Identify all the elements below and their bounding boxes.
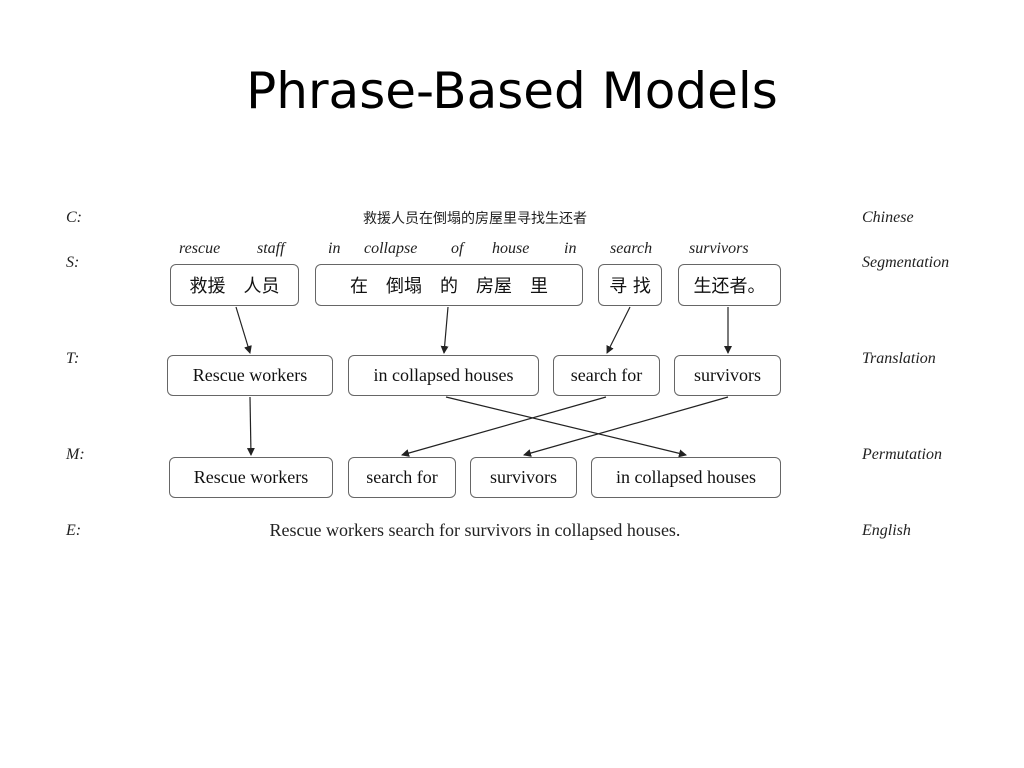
gloss-word: collapse bbox=[364, 240, 418, 257]
translation-text: in collapsed houses bbox=[373, 365, 514, 385]
english-sentence: Rescue workers search for survivors in c… bbox=[269, 520, 681, 540]
gloss-word: rescue bbox=[179, 240, 221, 257]
permutation-text: in collapsed houses bbox=[616, 467, 756, 487]
gloss-word: in bbox=[328, 240, 341, 257]
arrow-translation-to-permutation bbox=[401, 396, 607, 457]
permutation-text: survivors bbox=[490, 467, 557, 487]
arrow-segment-to-translation bbox=[235, 306, 252, 354]
gloss-word: survivors bbox=[689, 240, 749, 257]
row-name-permutation: Permutation bbox=[862, 446, 942, 463]
gloss-word: of bbox=[451, 240, 464, 257]
translation-box: survivors bbox=[674, 355, 781, 396]
permutation-text: Rescue workers bbox=[193, 467, 309, 487]
permutation-text: search for bbox=[366, 467, 438, 487]
segment-text: 寻 找 bbox=[609, 276, 651, 297]
segment-box: 寻 找 bbox=[598, 264, 662, 306]
segment-text: 救援 人员 bbox=[189, 276, 280, 297]
arrow-segment-to-translation bbox=[606, 306, 631, 354]
arrow-segment-to-translation bbox=[440, 306, 449, 354]
row-label-c: C: bbox=[66, 209, 82, 226]
translation-box: Rescue workers bbox=[167, 355, 333, 396]
segment-box: 在 倒塌 的 房屋 里 bbox=[315, 264, 583, 306]
arrow-translation-to-permutation bbox=[445, 396, 687, 458]
permutation-box: search for bbox=[348, 457, 456, 498]
translation-text: Rescue workers bbox=[192, 365, 308, 385]
row-name-english: English bbox=[862, 522, 911, 539]
row-label-s: S: bbox=[66, 254, 80, 271]
row-name-translation: Translation bbox=[862, 350, 936, 367]
segment-box: 救援 人员 bbox=[170, 264, 299, 306]
arrow-translation-to-permutation bbox=[246, 396, 255, 456]
segment-box: 生还者。 bbox=[678, 264, 781, 306]
translation-box: search for bbox=[553, 355, 660, 396]
permutation-box: Rescue workers bbox=[169, 457, 333, 498]
slide-title: Phrase-Based Models bbox=[246, 62, 778, 120]
gloss-word: staff bbox=[257, 240, 285, 257]
permutation-box: in collapsed houses bbox=[591, 457, 781, 498]
arrow-translation-to-permutation bbox=[523, 396, 729, 457]
row-label-m: M: bbox=[66, 446, 85, 463]
row-label-e: E: bbox=[66, 522, 82, 539]
gloss-word: house bbox=[492, 240, 530, 257]
chinese-sentence: 救援人员在倒塌的房屋里寻找生还者 bbox=[363, 211, 587, 227]
translation-box: in collapsed houses bbox=[348, 355, 539, 396]
segment-text: 在 倒塌 的 房屋 里 bbox=[350, 276, 548, 297]
gloss-word: in bbox=[564, 240, 577, 257]
translation-text: search for bbox=[570, 365, 643, 385]
gloss-word: search bbox=[610, 240, 653, 257]
permutation-box: survivors bbox=[470, 457, 577, 498]
row-name-segmentation: Segmentation bbox=[862, 254, 950, 271]
translation-text: survivors bbox=[694, 365, 761, 385]
row-label-t: T: bbox=[66, 350, 80, 367]
segment-text: 生还者。 bbox=[693, 276, 766, 297]
row-name-chinese: Chinese bbox=[862, 209, 914, 226]
